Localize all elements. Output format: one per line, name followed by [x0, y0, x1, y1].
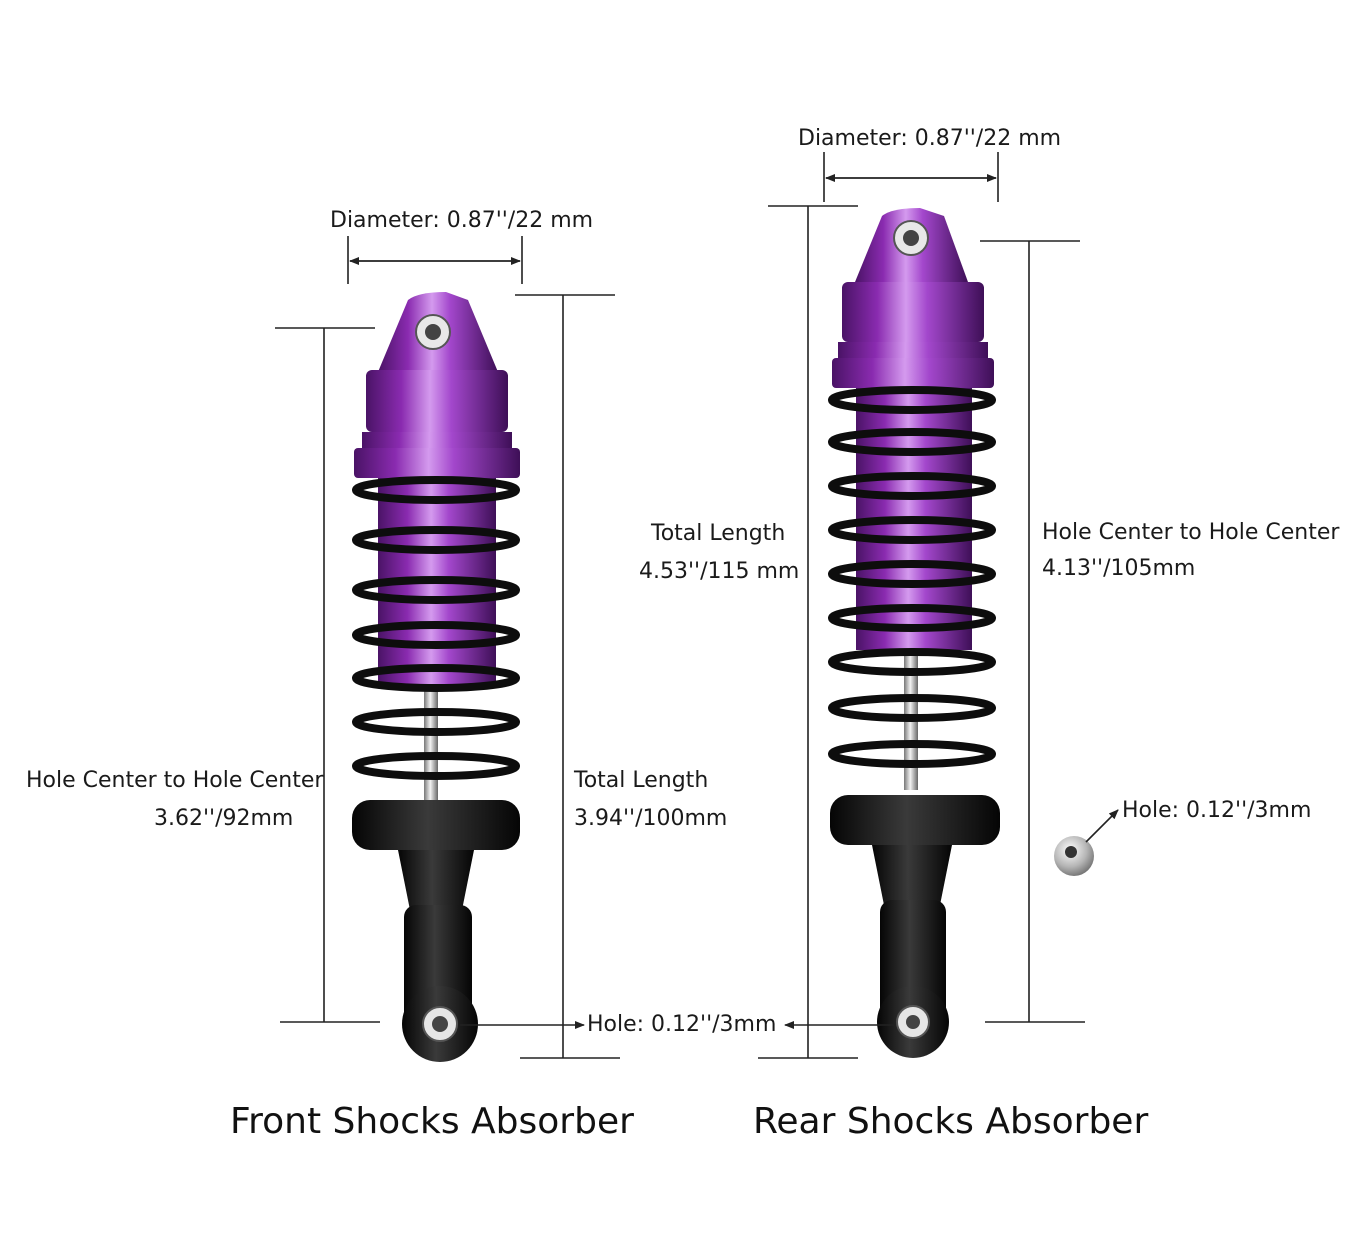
rear-rod-end	[872, 845, 952, 905]
rear-hole-center-value: 4.13''/105mm	[1042, 556, 1196, 581]
front-spring	[352, 476, 520, 780]
front-shaft	[424, 680, 438, 805]
front-shock	[352, 292, 520, 1062]
front-cap	[366, 370, 508, 432]
front-hole-center-title: Hole Center to Hole Center	[26, 768, 324, 793]
ball-hole-label: Hole: 0.12''/3mm	[1122, 798, 1312, 823]
front-caption: Front Shocks Absorber	[230, 1101, 634, 1142]
rear-collar	[832, 358, 994, 388]
rear-total-length-title: Total Length	[651, 521, 786, 546]
rear-spring-seat	[830, 795, 1000, 845]
rear-diameter-label: Diameter: 0.87''/22 mm	[798, 126, 1062, 151]
rear-caption: Rear Shocks Absorber	[753, 1101, 1149, 1142]
rear-shock	[828, 208, 1000, 1058]
front-total-length-title: Total Length	[574, 768, 709, 793]
rear-hole-center-title: Hole Center to Hole Center	[1042, 520, 1340, 545]
ball-bushing	[1054, 836, 1094, 876]
front-rod-end	[398, 850, 474, 910]
front-hole-center-value: 3.62''/92mm	[154, 806, 294, 831]
dimension-lines	[275, 152, 1119, 1059]
front-spring-seat	[352, 800, 520, 850]
front-total-length-value: 3.94''/100mm	[574, 806, 728, 831]
rear-cap	[842, 282, 984, 342]
rear-spring	[828, 386, 996, 768]
front-diameter-label: Diameter: 0.87''/22 mm	[330, 208, 594, 233]
hole-size-label: Hole: 0.12''/3mm	[587, 1012, 777, 1037]
rear-total-length-value: 4.53''/115 mm	[639, 559, 800, 584]
front-collar	[354, 448, 520, 478]
